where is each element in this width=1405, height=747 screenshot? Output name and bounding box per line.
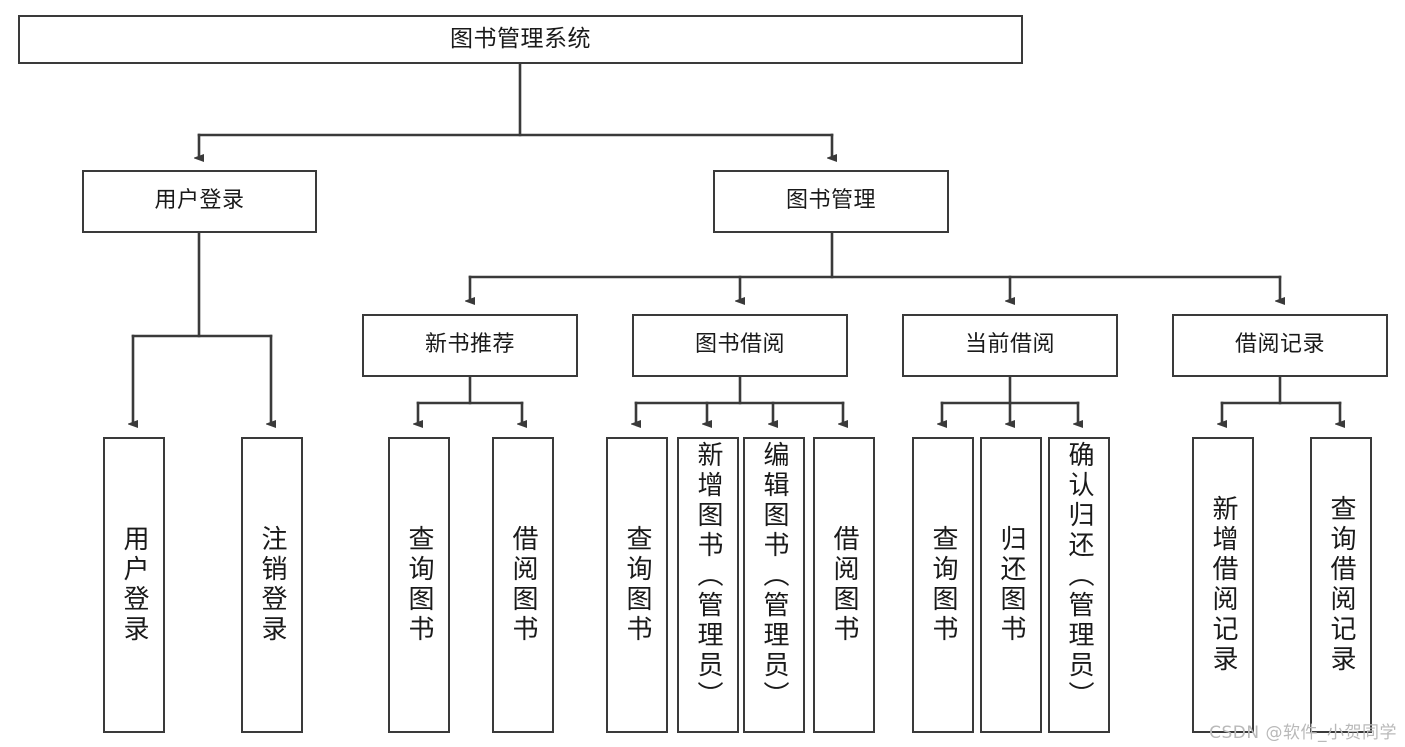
leaf-query-book-1[interactable]: 查询图书 [388, 437, 450, 733]
node-label: 新增图书（管理员） [693, 441, 723, 711]
node-label: 查询图书 [622, 525, 652, 645]
node-label: 借阅图书 [829, 525, 859, 645]
leaf-add-book[interactable]: 新增图书（管理员） [677, 437, 739, 733]
node-label: 新书推荐 [424, 332, 515, 358]
csdn-watermark: CSDN @软件_小贺同学 [1209, 723, 1397, 743]
node-label: 确认归还（管理员） [1064, 441, 1094, 711]
node-label: 新增借阅记录 [1208, 495, 1238, 675]
node-label: 图书管理系统 [450, 25, 591, 52]
node-label: 借阅记录 [1234, 332, 1325, 358]
leaf-borrow-book-2[interactable]: 借阅图书 [813, 437, 875, 733]
node-label: 当前借阅 [964, 332, 1055, 358]
node-label: 查询图书 [928, 525, 958, 645]
leaf-confirm-return[interactable]: 确认归还（管理员） [1048, 437, 1110, 733]
leaf-borrow-book-1[interactable]: 借阅图书 [492, 437, 554, 733]
node-label: 注销登录 [257, 525, 287, 645]
leaf-user-logout[interactable]: 注销登录 [241, 437, 303, 733]
leaf-edit-book[interactable]: 编辑图书（管理员） [743, 437, 805, 733]
node-label: 归还图书 [996, 525, 1026, 645]
node-new-book-recommend[interactable]: 新书推荐 [362, 314, 578, 377]
leaf-query-book-3[interactable]: 查询图书 [912, 437, 974, 733]
node-borrow-record[interactable]: 借阅记录 [1172, 314, 1388, 377]
node-label: 编辑图书（管理员） [759, 441, 789, 711]
node-label: 借阅图书 [508, 525, 538, 645]
node-label: 查询图书 [404, 525, 434, 645]
leaf-query-book-2[interactable]: 查询图书 [606, 437, 668, 733]
node-user-login[interactable]: 用户登录 [82, 170, 317, 233]
node-book-borrow[interactable]: 图书借阅 [632, 314, 848, 377]
node-label: 图书借阅 [694, 332, 785, 358]
node-book-manage[interactable]: 图书管理 [713, 170, 949, 233]
leaf-user-login[interactable]: 用户登录 [103, 437, 165, 733]
node-label: 图书管理 [785, 188, 876, 214]
node-current-borrow[interactable]: 当前借阅 [902, 314, 1118, 377]
leaf-add-record[interactable]: 新增借阅记录 [1192, 437, 1254, 733]
node-label: 用户登录 [119, 525, 149, 645]
leaf-return-book[interactable]: 归还图书 [980, 437, 1042, 733]
node-root-system[interactable]: 图书管理系统 [18, 15, 1023, 64]
leaf-query-record[interactable]: 查询借阅记录 [1310, 437, 1372, 733]
node-label: 用户登录 [154, 188, 245, 214]
node-label: 查询借阅记录 [1326, 495, 1356, 675]
